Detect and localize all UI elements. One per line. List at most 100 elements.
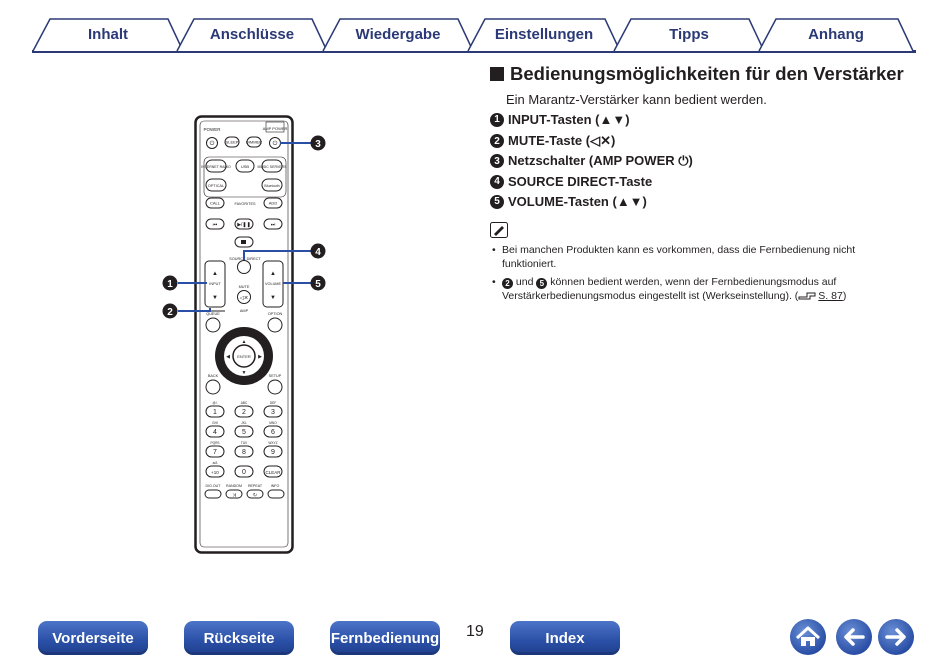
number-key[interactable]: [205, 465, 225, 478]
play-pause-button[interactable]: [234, 218, 254, 230]
front-button[interactable]: Vorderseite: [38, 621, 148, 655]
music-servers-label: MUSIC SERVERS: [258, 165, 288, 169]
number-key[interactable]: [263, 445, 283, 458]
nav-down-icon: ▼: [242, 370, 247, 376]
tab-inhalt[interactable]: Inhalt: [32, 18, 184, 52]
page-title: Bedienungsmöglichkeiten für den Verstärk…: [490, 63, 904, 85]
tab-wiedergabe[interactable]: Wiedergabe: [322, 18, 474, 52]
key-letters-label: TUV: [241, 441, 248, 445]
back-button[interactable]: [205, 379, 221, 395]
queue-button[interactable]: [205, 317, 221, 333]
shuffle-icon: ⤨: [232, 493, 236, 499]
callout-3: [310, 135, 326, 151]
callout-1-label: 1: [167, 279, 173, 290]
source-direct-label: SOURCE DIRECT: [229, 257, 261, 261]
dimmer-button[interactable]: [246, 136, 262, 148]
list-item-label: MUTE-Taste (◁✕): [508, 133, 616, 148]
next-button[interactable]: [263, 218, 283, 230]
source-direct-button[interactable]: [237, 260, 251, 274]
option-button[interactable]: [267, 317, 283, 333]
number-key-label: 5: [242, 429, 246, 436]
usb-button[interactable]: [235, 159, 255, 173]
tab-anhang[interactable]: Anhang: [758, 18, 914, 52]
index-button[interactable]: Index: [510, 621, 620, 655]
number-key[interactable]: [234, 425, 254, 438]
note-bullet: • Bei manchen Produkten kann es vorkomme…: [492, 244, 892, 271]
tab-anhang-label: Anhang: [808, 26, 864, 43]
remote-button[interactable]: Fernbedienung: [330, 621, 440, 655]
tab-einstellungen[interactable]: Einstellungen: [467, 18, 621, 52]
dimmer-label: DIMMER: [246, 140, 262, 145]
queue-label: QUEUE: [206, 312, 220, 316]
arrow-left-icon: [844, 628, 865, 646]
volume-down-icon: ▼: [270, 295, 276, 301]
note-bullet: • 2 und 5 können bedient werden, wenn de…: [492, 276, 892, 303]
repeat-label: REPEAT: [248, 484, 263, 488]
page-reference-link[interactable]: S. 87: [818, 289, 843, 302]
callout-4-label: 4: [315, 247, 321, 258]
reference-hand-icon: [798, 292, 816, 299]
info-button[interactable]: [267, 489, 285, 499]
previous-button[interactable]: [205, 218, 225, 230]
tab-anschluesse-label: Anschlüsse: [209, 26, 295, 43]
list-item: 4 SOURCE DIRECT-Taste: [490, 174, 652, 189]
bluetooth-button[interactable]: [261, 178, 283, 192]
number-key[interactable]: [263, 465, 283, 478]
list-item-label: SOURCE DIRECT-Taste: [508, 174, 653, 189]
call-button[interactable]: [205, 197, 225, 209]
tab-anschluesse[interactable]: Anschlüsse: [176, 18, 328, 52]
callout-5-label: 5: [315, 279, 321, 290]
tab-bar: Inhalt Anschlüsse Wiedergabe Einstellung…: [0, 0, 950, 60]
volume-label: VOLUME: [265, 282, 282, 286]
callout-4: [310, 243, 326, 259]
repeat-button[interactable]: [246, 489, 264, 499]
number-key[interactable]: [263, 405, 283, 418]
number-key[interactable]: [205, 445, 225, 458]
enter-button[interactable]: [232, 344, 256, 368]
optical-label: OPTICAL: [208, 184, 224, 188]
number-badge: 1: [490, 112, 504, 127]
nav-right-icon: ▶: [258, 354, 262, 360]
setup-button[interactable]: [267, 379, 283, 395]
number-key[interactable]: [205, 405, 225, 418]
list-item: 2 MUTE-Taste (◁✕): [490, 133, 615, 149]
number-key-label: 2: [242, 409, 246, 416]
number-key[interactable]: [234, 465, 254, 478]
number-badge: 3: [490, 154, 504, 168]
dig-out-button[interactable]: [204, 489, 222, 499]
next-page-button[interactable]: [878, 619, 914, 655]
number-keypad: 1@!.2ABC3DEF4GHI5JKL6MNO7PQRS8TUV9WXYZ+1…: [205, 401, 283, 478]
home-button[interactable]: [790, 619, 826, 655]
optical-button[interactable]: [205, 178, 227, 192]
key-letters-label: DEF: [270, 401, 276, 405]
tab-tipps[interactable]: Tipps: [613, 18, 765, 52]
sleep-button[interactable]: [224, 136, 240, 148]
page-number: 19: [466, 623, 484, 640]
back-panel-button[interactable]: Rückseite: [184, 621, 294, 655]
music-servers-button[interactable]: [261, 159, 283, 173]
number-badge: 2: [490, 134, 504, 148]
mute-label: MUTE: [239, 285, 250, 289]
number-key[interactable]: [234, 445, 254, 458]
number-key[interactable]: [234, 405, 254, 418]
info-label: INFO: [271, 484, 280, 488]
random-button[interactable]: [225, 489, 243, 499]
previous-page-button[interactable]: [836, 619, 872, 655]
power-button[interactable]: [206, 137, 218, 149]
number-key-label: CLEAR: [265, 470, 281, 475]
number-key[interactable]: [205, 425, 225, 438]
internet-radio-label: INTERNET RADIO: [201, 165, 231, 169]
nav-up-icon: ▲: [242, 339, 247, 345]
number-key[interactable]: [263, 425, 283, 438]
add-button[interactable]: [263, 197, 283, 209]
bluetooth-label: Bluetooth: [264, 184, 279, 188]
internet-radio-button[interactable]: [205, 159, 227, 173]
call-label: CALL: [210, 201, 221, 206]
list-item-label: VOLUME-Tasten (▲▼): [508, 194, 647, 209]
intro-text: Ein Marantz-Verstärker kann bedient werd…: [506, 92, 767, 107]
option-label: OPTION: [268, 312, 283, 316]
mute-button[interactable]: [237, 290, 251, 304]
number-key-label: 8: [242, 449, 246, 456]
number-key-label: 0: [242, 469, 246, 476]
list-item-label: Netzschalter (AMP POWER ⏻): [508, 153, 693, 168]
